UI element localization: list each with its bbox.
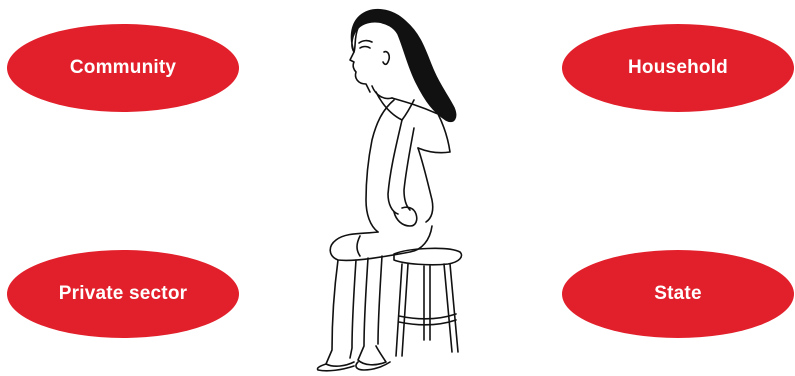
stool-leg-1b — [402, 264, 408, 356]
state-label: State — [654, 283, 701, 305]
eye-mark — [360, 47, 370, 49]
dress-front — [418, 148, 433, 222]
brow-mark — [359, 41, 372, 43]
stool-rung — [399, 314, 456, 319]
arm-inner-line — [404, 128, 414, 210]
stool-leg-1 — [396, 264, 402, 356]
shin-back-line — [378, 256, 382, 344]
stool-rung-lower — [399, 320, 456, 325]
community-oval: Community — [7, 24, 239, 112]
skirt-fold — [357, 236, 360, 256]
neck-line — [372, 86, 392, 99]
hand-shape — [394, 207, 417, 226]
private-sector-oval: Private sector — [7, 250, 239, 338]
community-label: Community — [70, 57, 176, 79]
ear-mark — [383, 52, 389, 65]
dress-back — [366, 100, 394, 232]
shin-back — [358, 258, 386, 365]
stool-seat — [394, 248, 462, 264]
skirt-shape — [330, 226, 432, 260]
state-oval: State — [562, 250, 794, 338]
household-label: Household — [628, 57, 728, 79]
seated-woman-icon — [298, 0, 498, 376]
household-oval: Household — [562, 24, 794, 112]
shin-front — [326, 260, 354, 366]
private-sector-label: Private sector — [59, 283, 187, 305]
hair-shape — [352, 10, 456, 122]
arm-line — [388, 120, 402, 214]
shin-front-back — [350, 260, 356, 358]
